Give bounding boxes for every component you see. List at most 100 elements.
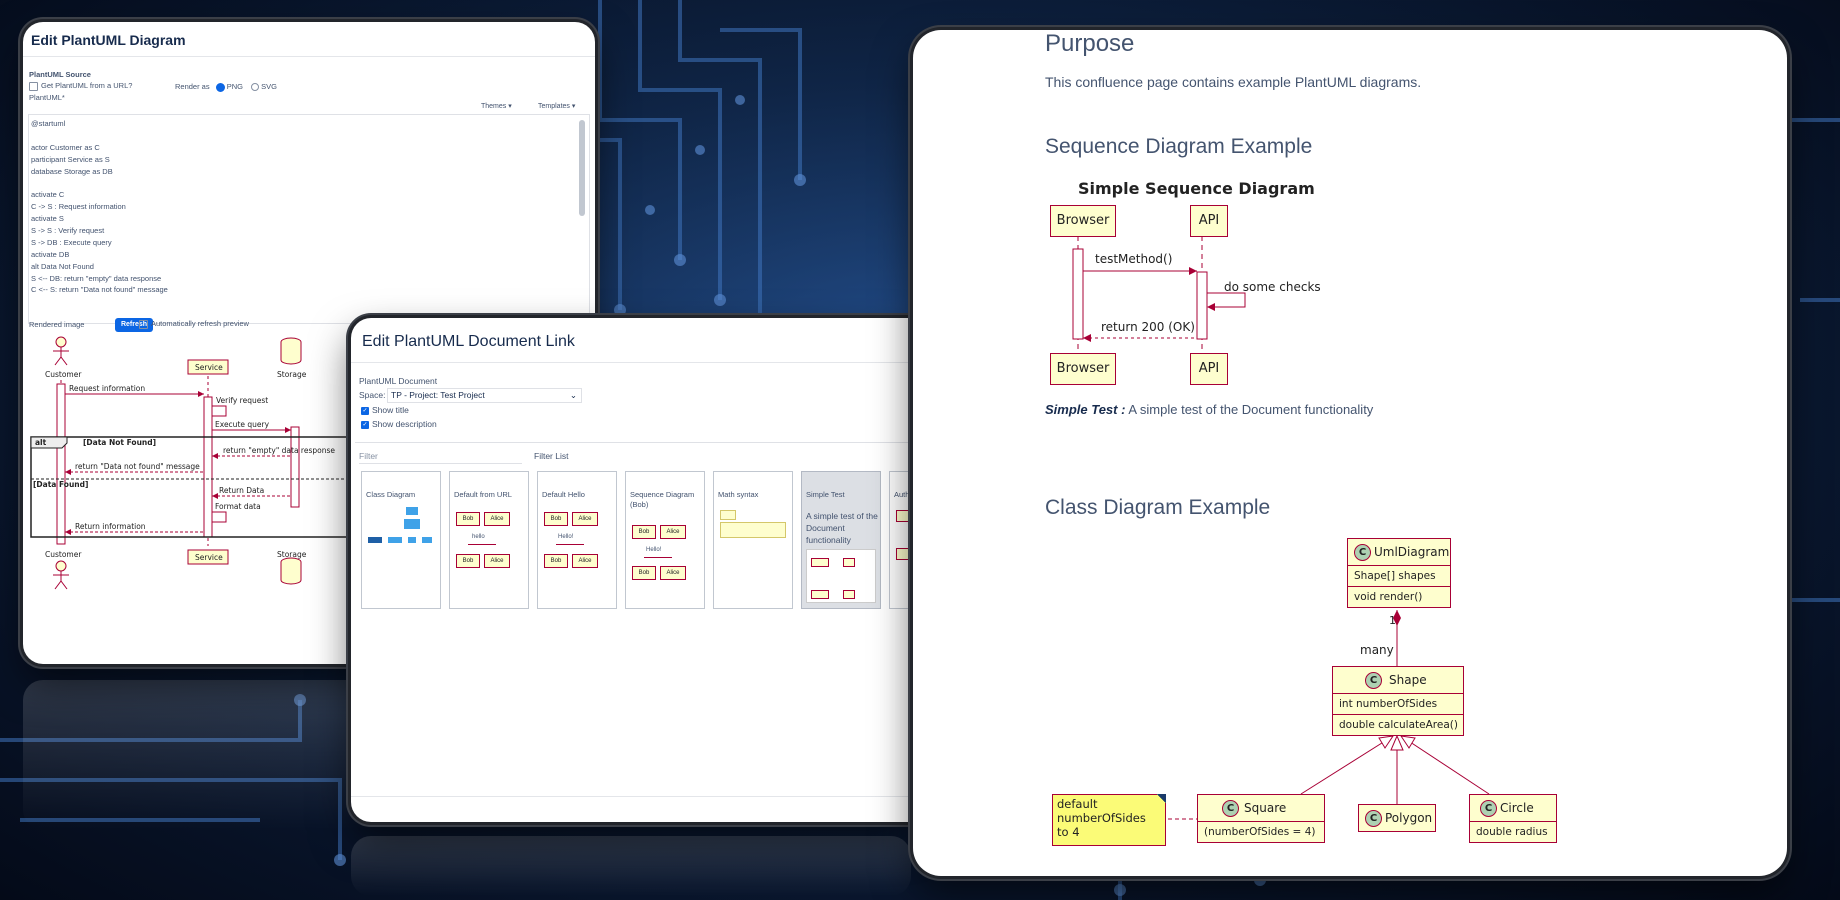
card-title: Class Diagram: [366, 490, 416, 499]
bob-box: Bob: [544, 512, 568, 526]
note-box: default numberOfSides to 4: [1052, 794, 1166, 846]
msg-return-data: Return Data: [219, 486, 264, 495]
code-line: [31, 130, 595, 142]
document-card-default-hello[interactable]: Default Hello Bob Alice Hello! Bob Alice: [537, 471, 617, 609]
simple-test-thumbnail: [806, 549, 876, 603]
panel-title: Edit PlantUML Diagram: [31, 32, 186, 48]
msg-return-empty: return "empty" data response: [223, 446, 335, 455]
code-line: participant Service as S: [31, 154, 110, 164]
themes-label: Themes: [481, 103, 507, 110]
checkbox[interactable]: [29, 81, 38, 91]
divider: [351, 362, 911, 363]
divider: [351, 796, 911, 797]
class-diagram-thumbnail: [368, 507, 434, 547]
browser-participant-bottom: Browser: [1050, 353, 1116, 385]
alice-box: Alice: [660, 566, 686, 580]
api-participant-bottom: API: [1190, 353, 1228, 385]
purpose-heading: Purpose: [1045, 30, 1135, 57]
document-card-math-syntax[interactable]: Math syntax: [713, 471, 793, 609]
msg-return-200: return 200 (OK): [1101, 320, 1195, 334]
space-select[interactable]: TP - Project: Test Project ⌄: [387, 388, 582, 403]
diagram-caption: Simple Test : A simple test of the Docum…: [1045, 402, 1373, 417]
actor-icon: [53, 560, 69, 590]
customer-label: Customer: [45, 370, 82, 379]
code-line: S -> DB : Execute query: [31, 237, 112, 247]
service-label-bottom: Service: [195, 553, 223, 562]
auth-thumbnail: [896, 510, 911, 522]
arrow: [556, 544, 584, 545]
card-title: Math syntax: [718, 490, 759, 499]
sequence-diagram-lines: [1072, 236, 1246, 356]
code-line: [31, 177, 595, 189]
show-description-label: Show description: [372, 419, 437, 429]
class-name: Square: [1244, 801, 1287, 815]
card-title: Auth: [894, 490, 910, 499]
database-icon: [280, 557, 302, 585]
get-from-url-checkbox[interactable]: Get PlantUML from a URL?: [29, 81, 132, 91]
svg-radio-label[interactable]: SVG: [261, 82, 277, 91]
msg-data-not-found: return "Data not found" message: [75, 462, 200, 471]
code-line: C <-- S: return "Data not found" message: [31, 285, 168, 295]
class-field: double radius: [1476, 826, 1548, 838]
code-line: S -> S : Verify request: [31, 226, 105, 236]
code-line: alt Data Not Found: [31, 261, 94, 271]
checkmark-icon[interactable]: ✓: [361, 420, 369, 429]
divider: [355, 442, 911, 443]
actor-icon: [53, 336, 69, 366]
msg-test-method: testMethod(): [1095, 252, 1173, 266]
document-card-sequence-diagram-bob[interactable]: Sequence Diagram (Bob) Bob Alice Hello! …: [625, 471, 705, 609]
code-line: actor Customer as C: [31, 142, 100, 152]
alice-box: Alice: [484, 554, 510, 568]
msg-request-information: Request information: [69, 384, 145, 393]
code-line: activate S: [31, 214, 64, 224]
checkbox[interactable]: [139, 319, 148, 329]
render-as-label: Render as: [175, 82, 210, 91]
msg-verify-request: Verify request: [216, 396, 268, 405]
svg-radio-icon[interactable]: [251, 83, 260, 92]
api-participant-top: API: [1190, 205, 1228, 237]
service-box: [187, 359, 229, 375]
class-c-icon: C: [1365, 672, 1382, 689]
class-c-icon: C: [1365, 810, 1382, 827]
document-card-default-from-url[interactable]: Default from URL Bob Alice hello Bob Ali…: [449, 471, 529, 609]
chevron-down-icon: ▾: [508, 103, 512, 110]
math-thumbnail: [720, 522, 786, 538]
filter-list-button[interactable]: Filter List: [534, 451, 569, 461]
checkmark-icon[interactable]: ✓: [361, 406, 369, 415]
caption-text: A simple test of the Document functional…: [1128, 402, 1374, 417]
database-icon: [280, 337, 302, 365]
note-line: default: [1057, 797, 1098, 811]
filter-input[interactable]: Filter: [359, 449, 522, 464]
note-fold: [1157, 794, 1166, 803]
class-name: UmlDiagram: [1374, 545, 1450, 559]
hello-message: Hello!: [646, 547, 662, 553]
show-title-checkbox[interactable]: ✓Show title: [361, 405, 409, 415]
png-radio-icon[interactable]: [215, 82, 225, 92]
card-title: Simple Test: [806, 490, 845, 499]
document-card-auth[interactable]: Auth: [889, 471, 911, 609]
note-line: numberOfSides: [1057, 811, 1146, 825]
alt-label: alt: [35, 438, 47, 447]
png-radio-label[interactable]: PNG: [226, 82, 243, 91]
auto-refresh-checkbox[interactable]: Automatically refresh preview: [139, 319, 249, 329]
templates-dropdown[interactable]: Templates ▾: [538, 102, 575, 110]
else-guard: [Data Found]: [33, 480, 88, 489]
document-label: PlantUML Document: [359, 376, 438, 386]
storage-label: Storage: [277, 370, 307, 379]
plantuml-source-textarea[interactable]: [28, 114, 590, 324]
scrollbar[interactable]: [579, 120, 585, 216]
math-thumbnail: [720, 510, 736, 520]
document-card-class-diagram[interactable]: Class Diagram: [361, 471, 441, 609]
bob-box: Bob: [632, 566, 656, 580]
msg-return-information: Return information: [75, 522, 146, 531]
bob-box: Bob: [544, 554, 568, 568]
document-card-simple-test[interactable]: Simple Test A simple test of the Documen…: [801, 471, 881, 609]
chevron-down-icon: ⌄: [569, 390, 577, 400]
plantuml-label: PlantUML*: [29, 93, 65, 102]
themes-dropdown[interactable]: Themes ▾: [481, 102, 512, 110]
show-description-checkbox[interactable]: ✓Show description: [361, 419, 437, 429]
class-method: double calculateArea(): [1339, 719, 1458, 731]
